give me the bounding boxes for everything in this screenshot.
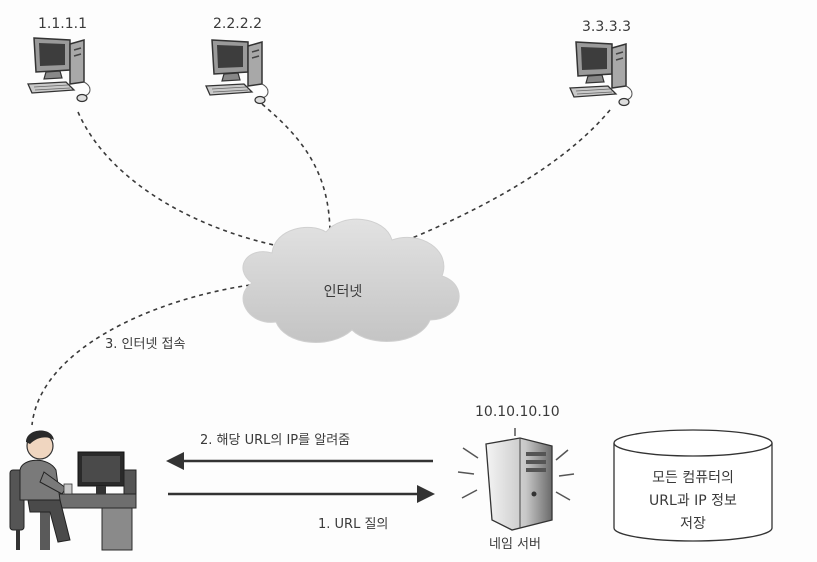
link-computer-2 (261, 103, 331, 236)
link-computer-3 (394, 109, 611, 246)
user-at-desk (9, 430, 137, 551)
server-glow-icon (457, 428, 575, 501)
computer-ip-label: 3.3.3.3 (582, 19, 631, 35)
computer-icon (569, 41, 633, 107)
step-2-label: 2. 해당 URL의 IP를 알려줌 (200, 433, 350, 448)
computer-ip-label: 1.1.1.1 (38, 16, 87, 32)
database: 모든 컴퓨터의 URL과 IP 정보 저장 (613, 429, 773, 542)
link-internet-access (31, 284, 251, 426)
internet-cloud: 인터넷 (242, 218, 460, 343)
database-line-2: URL과 IP 정보 (649, 493, 737, 509)
link-computer-1 (77, 111, 301, 251)
name-server: 10.10.10.10 네임 서버 (457, 404, 575, 552)
name-server-label: 네임 서버 (489, 537, 541, 552)
computer-icon (205, 39, 269, 105)
arrow-head-left-icon (166, 452, 184, 470)
step-1-label: 1. URL 질의 (318, 517, 388, 532)
network-links (31, 103, 611, 426)
computer-ip-label: 2.2.2.2 (213, 16, 262, 32)
computer-2: 2.2.2.2 (205, 16, 269, 105)
step-3-label: 3. 인터넷 접속 (105, 337, 186, 352)
arrow-head-right-icon (417, 485, 435, 503)
computer-3: 3.3.3.3 (569, 19, 633, 107)
database-line-1: 모든 컴퓨터의 (652, 470, 734, 486)
computer-icon (27, 37, 91, 103)
arrows (168, 459, 433, 496)
internet-label: 인터넷 (324, 284, 363, 300)
database-line-3: 저장 (680, 516, 706, 532)
computer-1: 1.1.1.1 (27, 16, 91, 103)
name-server-ip: 10.10.10.10 (475, 404, 560, 420)
